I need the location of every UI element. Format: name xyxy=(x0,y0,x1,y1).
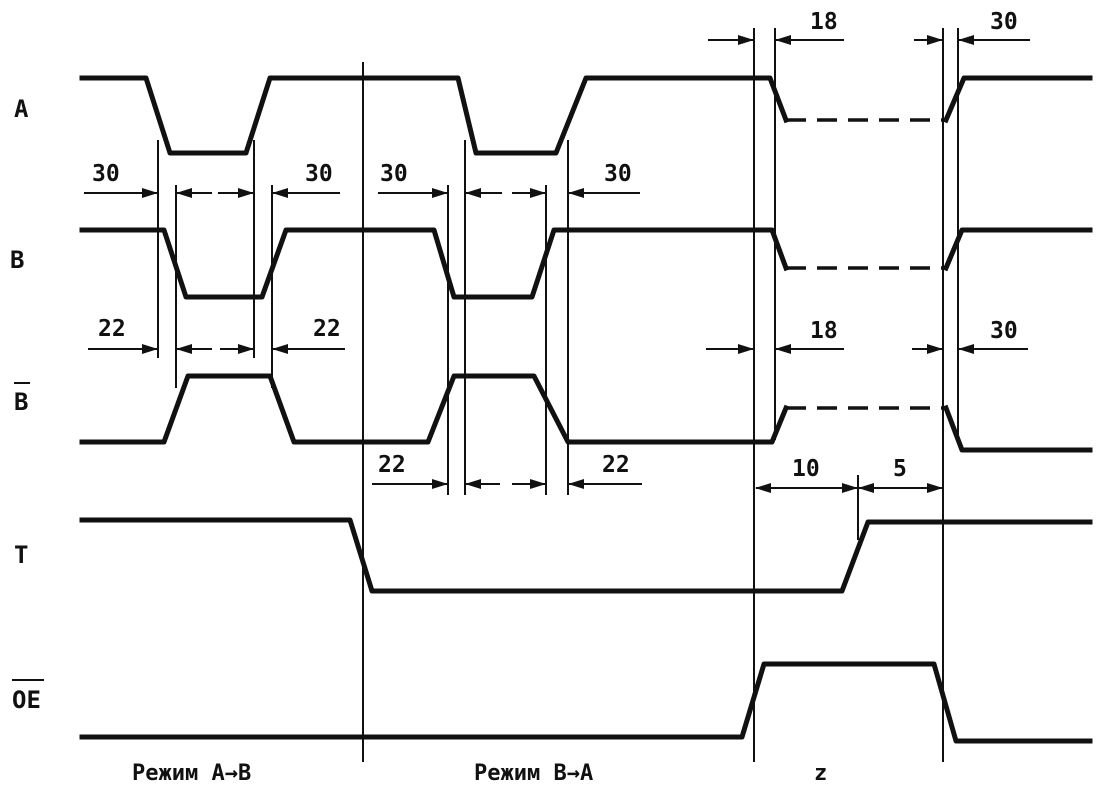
waveform-t xyxy=(79,517,1093,594)
signal-label-b: B xyxy=(10,246,24,274)
waveform-b-inv-end xyxy=(942,404,1093,453)
timing-value: 30 xyxy=(604,161,632,187)
timing-value: 22 xyxy=(378,452,406,478)
timing-value: 30 xyxy=(305,161,333,187)
timing-value: 22 xyxy=(98,316,126,342)
timing-value: 30 xyxy=(990,9,1018,35)
mode-label-z: z xyxy=(814,761,827,786)
timing-value: 18 xyxy=(810,9,838,35)
signal-label-oe: OE xyxy=(12,686,41,714)
waveform-b-inv xyxy=(79,373,790,445)
waveform-a-end xyxy=(942,75,1093,124)
signal-label-t: T xyxy=(14,541,28,569)
signal-label-a: A xyxy=(14,95,29,123)
timing-value: 18 xyxy=(810,318,838,344)
timing-value: 10 xyxy=(792,456,820,482)
waveform-b-end xyxy=(942,227,1093,272)
timing-value: 30 xyxy=(92,161,120,187)
signal-label-b-inv: B xyxy=(14,388,28,416)
timing-value: 22 xyxy=(602,452,630,478)
mode-label-ba: Режим В→А xyxy=(474,761,593,786)
waveform-a xyxy=(79,75,790,156)
timing-value: 5 xyxy=(893,456,907,482)
timing-value: 30 xyxy=(990,318,1018,344)
waveform-oe xyxy=(79,661,1093,744)
waveform-b xyxy=(79,227,790,300)
timing-value: 30 xyxy=(380,161,408,187)
mode-label-ab: Режим А→В xyxy=(132,761,251,786)
timing-value: 22 xyxy=(313,316,341,342)
